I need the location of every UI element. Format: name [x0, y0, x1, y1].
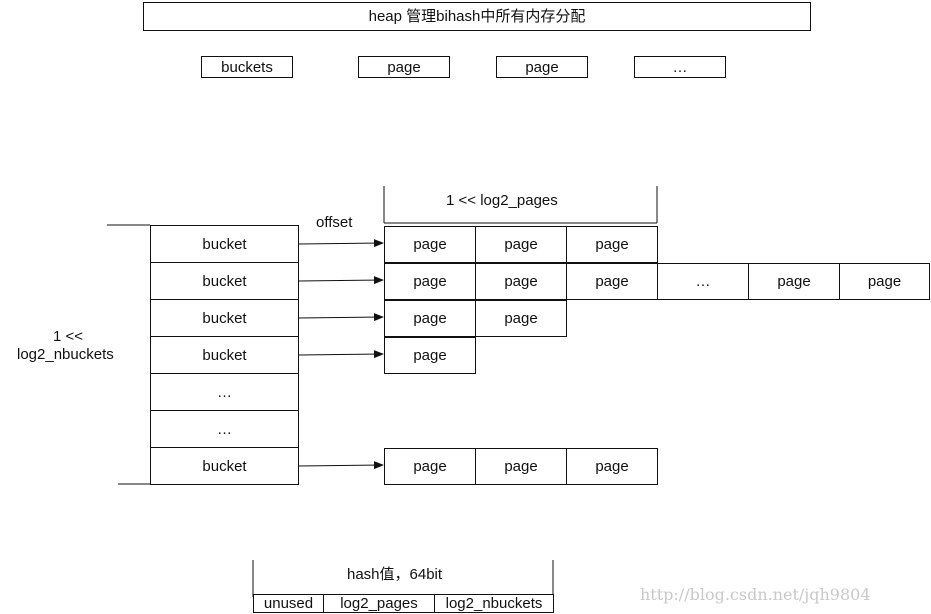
hash-field-label: log2_pages: [340, 595, 418, 612]
page-label: page: [867, 273, 902, 290]
page-cell: page: [384, 263, 476, 300]
heap-title-box: heap 管理bihash中所有内存分配: [143, 2, 811, 31]
bucket-cell: bucket: [150, 447, 299, 485]
heap-block-label: …: [672, 58, 688, 76]
page-label: page: [413, 347, 447, 364]
page-cell: page: [384, 300, 476, 337]
page-label: page: [504, 310, 538, 327]
page-cell: page: [566, 226, 658, 263]
offset-arrow: [298, 461, 384, 470]
page-cell: page: [384, 337, 476, 374]
page-cell: page: [475, 300, 567, 337]
heap-block-label: page: [525, 58, 559, 76]
page-label: page: [504, 236, 538, 253]
page-label: page: [595, 236, 629, 253]
page-label: page: [777, 273, 811, 290]
heap-block-label: buckets: [221, 58, 273, 76]
bucket-column: bucket bucket bucket bucket … … bucket: [150, 225, 299, 485]
hash-field-log2-nbuckets: log2_nbuckets: [434, 594, 554, 613]
bucket-label: bucket: [202, 457, 247, 475]
page-label: page: [504, 458, 538, 475]
nbuckets-label-line2: log2_nbuckets: [17, 346, 114, 363]
page-cell: page: [475, 448, 567, 485]
page-cell: page: [384, 226, 476, 263]
heap-block-label: page: [387, 58, 421, 76]
bucket-cell: bucket: [150, 225, 299, 263]
offset-arrow: [298, 239, 384, 248]
page-cell: page: [475, 226, 567, 263]
page-label: page: [595, 273, 629, 290]
page-label: page: [413, 458, 447, 475]
page-cell: page: [748, 263, 840, 300]
page-label: page: [595, 458, 629, 475]
offset-arrow: [298, 276, 384, 285]
page-label: page: [504, 273, 538, 290]
heap-title: heap 管理bihash中所有内存分配: [368, 8, 586, 25]
heap-block-page: page: [358, 56, 450, 78]
bucket-cell: bucket: [150, 299, 299, 337]
bucket-label: bucket: [202, 309, 247, 327]
page-cell: page: [566, 448, 658, 485]
heap-block-buckets: buckets: [201, 56, 293, 78]
page-cell: page: [839, 263, 930, 300]
hash-title: hash值，64bit: [347, 566, 443, 583]
page-cell: page: [566, 263, 658, 300]
bucket-label: …: [217, 420, 232, 438]
heap-block-page: page: [496, 56, 588, 78]
bucket-label: bucket: [202, 235, 247, 253]
offset-arrow: [298, 350, 384, 359]
hash-field-label: log2_nbuckets: [445, 595, 543, 612]
pages-header-label: 1 << log2_pages: [446, 192, 558, 209]
bucket-label: …: [217, 383, 232, 401]
nbuckets-label-line1: 1 <<: [53, 328, 84, 345]
offset-label: offset: [316, 214, 353, 231]
heap-block-ellipsis: …: [634, 56, 726, 78]
bucket-cell: …: [150, 373, 299, 411]
page-cell: …: [657, 263, 749, 300]
page-label: page: [413, 236, 447, 253]
bucket-cell: bucket: [150, 262, 299, 300]
page-cell: page: [384, 448, 476, 485]
page-label: page: [413, 310, 447, 327]
page-label: page: [413, 273, 447, 290]
bucket-cell: bucket: [150, 336, 299, 374]
page-label: …: [695, 273, 711, 290]
bucket-cell: …: [150, 410, 299, 448]
bucket-label: bucket: [202, 346, 247, 364]
watermark-text: http://blog.csdn.net/jqh9804: [640, 585, 871, 604]
page-cell: page: [475, 263, 567, 300]
bucket-label: bucket: [202, 272, 247, 290]
offset-arrow: [298, 313, 384, 322]
hash-field-unused: unused: [253, 594, 324, 613]
hash-field-label: unused: [263, 595, 314, 612]
hash-field-log2-pages: log2_pages: [323, 594, 435, 613]
